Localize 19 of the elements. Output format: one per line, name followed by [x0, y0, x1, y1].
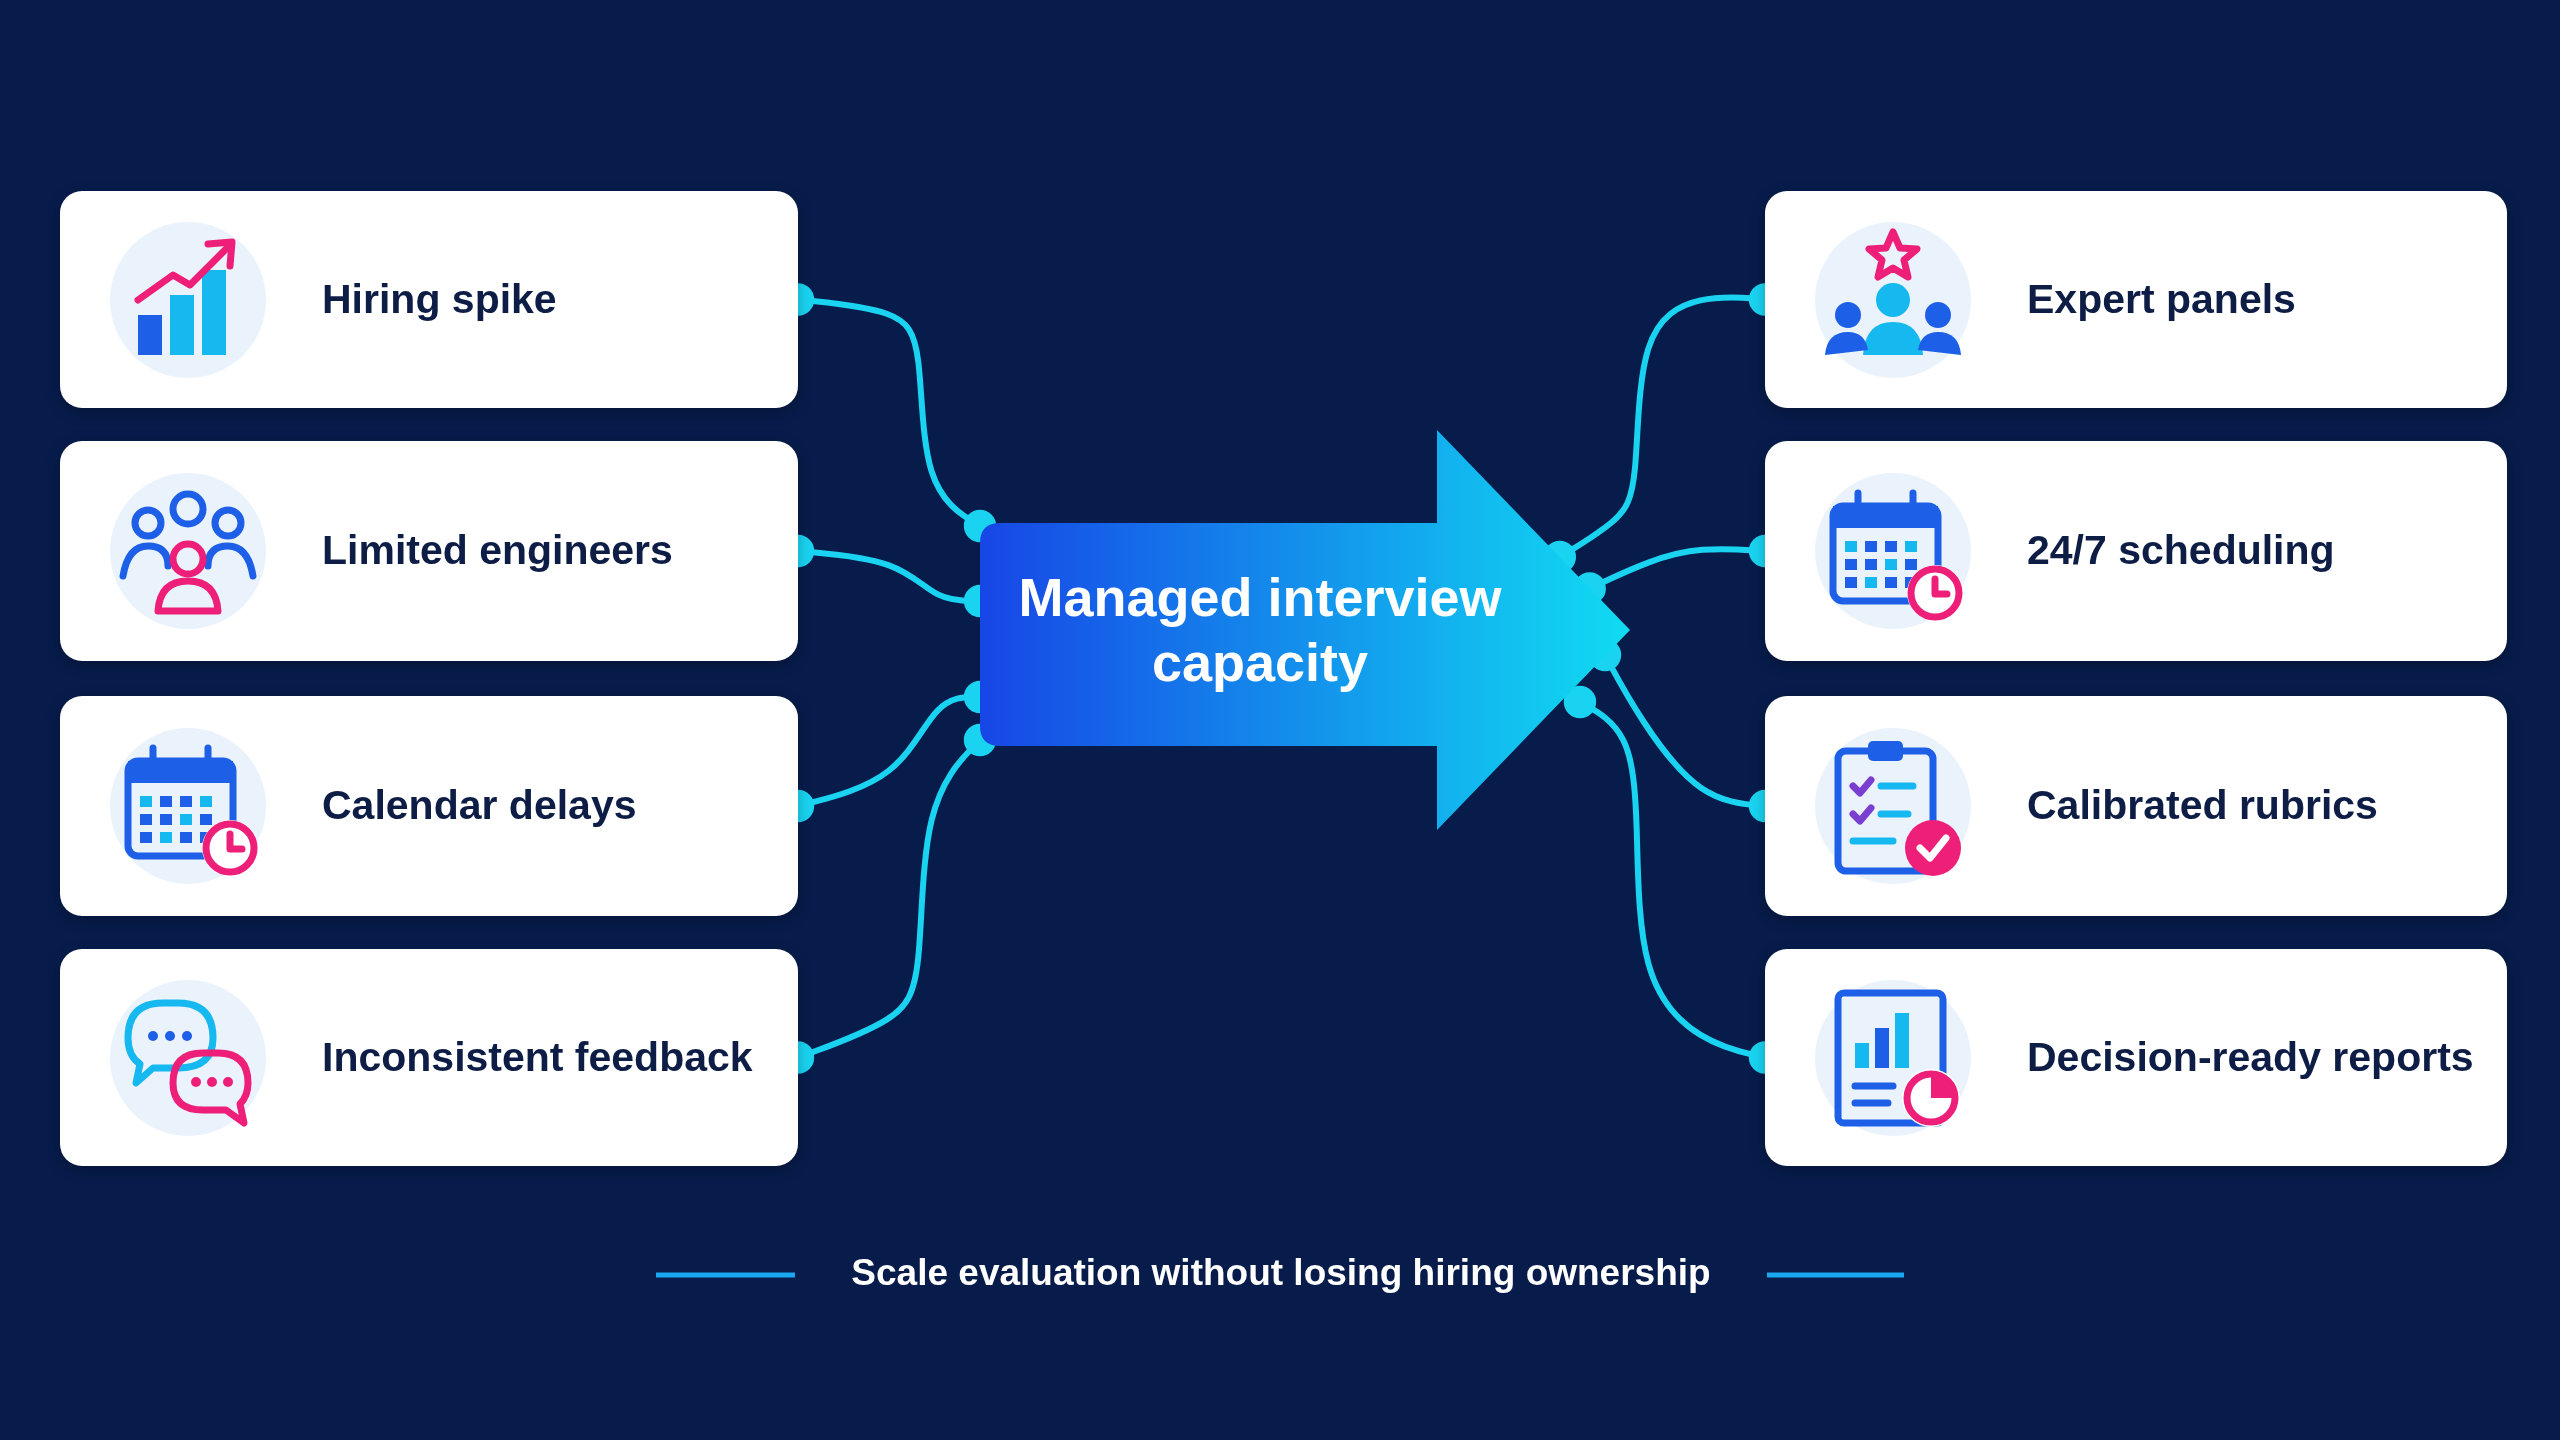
card-label: Limited engineers: [322, 527, 674, 575]
card: [1765, 441, 2507, 661]
card: [1765, 949, 2507, 1166]
card: [1765, 191, 2507, 408]
card-label: Inconsistent feedback: [322, 1033, 754, 1082]
arrow-label: Managed interview capacity: [1017, 566, 1503, 694]
card-label: Calendar delays: [322, 782, 638, 830]
card: [60, 949, 798, 1166]
card: [60, 191, 798, 408]
card-label: Calibrated rubrics: [2027, 782, 2379, 830]
card: [1765, 696, 2507, 916]
footer-caption: Scale evaluation without losing hiring ownership: [851, 1252, 1711, 1294]
card: [60, 696, 798, 916]
card-label: Decision-ready reports: [2027, 1033, 2475, 1082]
card: [60, 441, 798, 661]
card-label: 24/7 scheduling: [2027, 527, 2336, 575]
card-label: Hiring spike: [322, 275, 558, 324]
card-label: Expert panels: [2027, 275, 2297, 324]
arrow-shape: [980, 430, 1630, 830]
